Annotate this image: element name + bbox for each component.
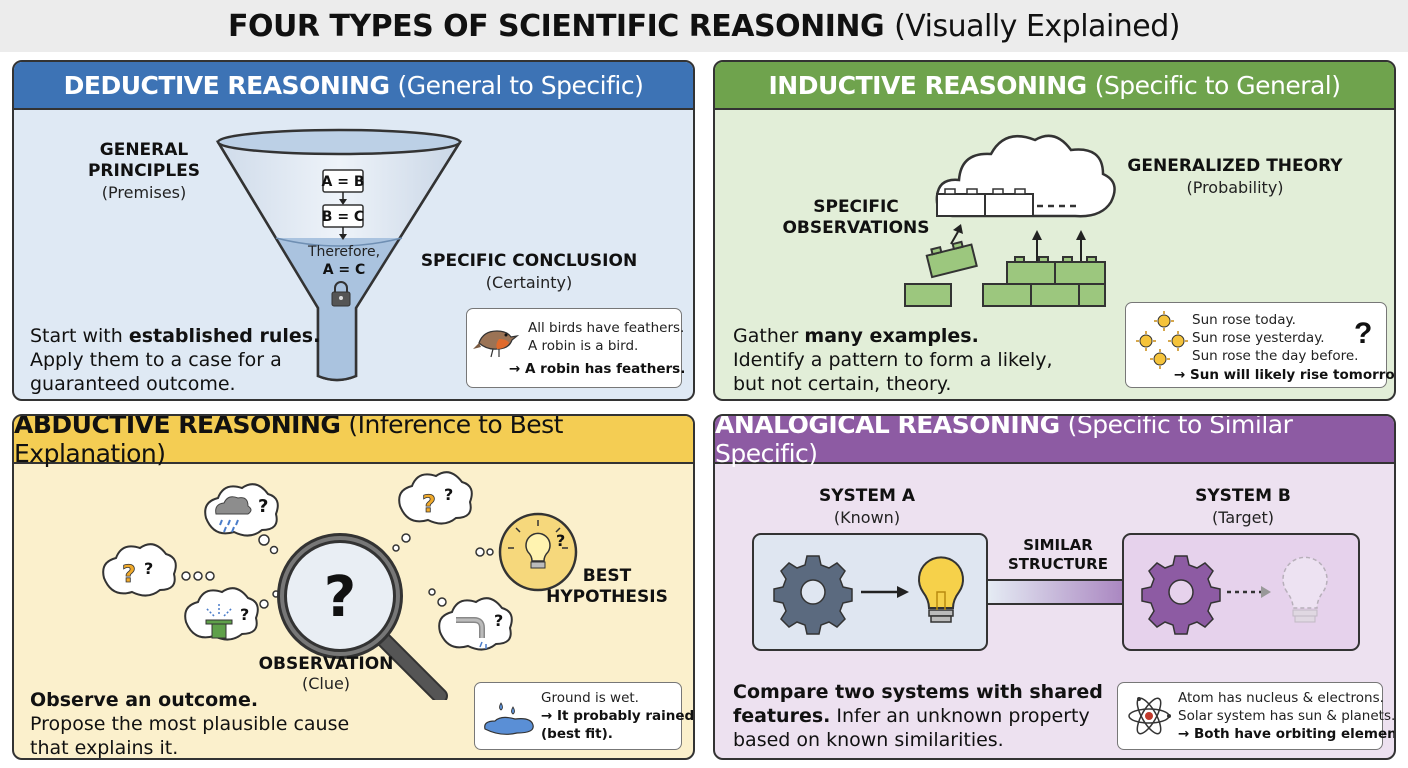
premises-label: (Premises)	[101, 183, 187, 202]
thought-question-mark: ?	[258, 496, 268, 517]
puddle-icon	[484, 702, 534, 735]
analogical-header: ANALOGICAL REASONING(Specific to Similar…	[715, 414, 1394, 468]
question-mark-icon: ?	[1354, 317, 1373, 350]
title-main: FOUR TYPES OF SCIENTIFIC REASONING	[228, 8, 885, 44]
thought-question-mark: ?	[122, 560, 136, 588]
abductive-header: ABDUCTIVE REASONING(Inference to Best Ex…	[14, 414, 693, 468]
inductive-title: INDUCTIVE REASONING	[768, 70, 1087, 100]
question-cloud-thought-right: ? ?	[392, 471, 473, 552]
deductive-header: DEDUCTIVE REASONING(General to Specific)	[14, 62, 693, 110]
inductive-description: Gather many examples. Identify a pattern…	[733, 325, 1053, 395]
abductive-panel: ABDUCTIVE REASONING(Inference to Best Ex…	[12, 414, 695, 760]
example-result: → Both have orbiting elements.	[1178, 726, 1396, 742]
inductive-subtitle: (Specific to General)	[1094, 70, 1341, 100]
hypothesis-clouds-icon: ? ? ? ? ? ?	[102, 471, 578, 700]
observation-label: OBSERVATION	[258, 654, 394, 674]
deductive-description: Start with established rules. Apply them…	[30, 325, 321, 395]
probability-label: (Probability)	[1186, 178, 1284, 197]
target-label: (Target)	[1212, 508, 1274, 527]
theory-block-row	[936, 188, 1081, 217]
known-label: (Known)	[833, 508, 901, 527]
thought-question-mark: ?	[494, 611, 503, 630]
analogical-panel: ANALOGICAL REASONING(Specific to Similar…	[713, 414, 1396, 760]
lock-icon	[331, 281, 351, 307]
deductive-example-box: All birds have feathers. A robin is a bi…	[466, 308, 686, 388]
gear-icon	[1141, 555, 1221, 635]
faded-lightbulb-icon	[1282, 556, 1328, 623]
analogical-description: Compare two systems with shared features…	[733, 681, 1103, 751]
abductive-title: ABDUCTIVE REASONING	[14, 414, 341, 439]
example-line: Atom has nucleus & electrons.	[1178, 690, 1384, 706]
example-line: All birds have feathers.	[528, 320, 685, 336]
example-result: (best fit).	[541, 726, 613, 742]
rain-cloud-thought: ?	[204, 483, 279, 555]
example-result: → A robin has feathers.	[509, 361, 686, 377]
atom-icon	[1128, 697, 1171, 735]
system-b-label: SYSTEM B	[1195, 486, 1291, 506]
thought-question-mark: ?	[556, 531, 565, 550]
premise-2: B = C	[322, 209, 364, 225]
gear-icon	[773, 555, 853, 635]
example-line: Ground is wet.	[541, 690, 639, 706]
cloud-and-blocks-icon	[904, 134, 1116, 307]
abductive-example-box: Ground is wet. → It probably rained (bes…	[474, 682, 693, 750]
thought-question-mark: ?	[444, 485, 453, 504]
certainty-label: (Certainty)	[485, 273, 573, 292]
specific-observations-label: SPECIFIC OBSERVATIONS	[782, 197, 930, 238]
deductive-subtitle: (General to Specific)	[397, 70, 644, 100]
inductive-header: INDUCTIVE REASONING(Specific to General)	[715, 62, 1394, 110]
best-hypothesis-label: BEST HYPOTHESIS	[546, 566, 668, 607]
robin-icon	[473, 330, 520, 358]
conclusion-text: A = C	[323, 262, 366, 278]
analogy-diagram	[752, 533, 1360, 651]
observation-blocks	[904, 240, 1106, 307]
sun-icon	[1136, 311, 1188, 369]
analogical-subtitle: (Specific to Similar Specific)	[715, 414, 1293, 468]
example-line: A robin is a bird.	[528, 338, 639, 354]
sprinkler-cloud-thought: ?	[184, 587, 280, 641]
pipe-cloud-thought: ?	[428, 588, 513, 651]
example-result: → Sun will likely rise tomorrow.	[1174, 367, 1396, 383]
therefore-text: Therefore,	[307, 244, 380, 260]
system-a-label: SYSTEM A	[819, 486, 915, 506]
center-question-mark: ?	[324, 565, 356, 630]
lightbulb-icon	[918, 556, 964, 623]
best-hypothesis-bulb: ?	[475, 512, 578, 592]
thought-question-mark: ?	[422, 490, 436, 518]
thought-question-mark: ?	[144, 559, 153, 578]
similar-structure-label: SIMILAR STRUCTURE	[1008, 536, 1108, 573]
analogical-example-box: Atom has nucleus & electrons. Solar syst…	[1117, 682, 1394, 750]
abductive-subtitle: (Inference to Best Explanation)	[14, 414, 563, 468]
title-bar: FOUR TYPES OF SCIENTIFIC REASONING (Visu…	[0, 0, 1408, 52]
page-title: FOUR TYPES OF SCIENTIFIC REASONING (Visu…	[228, 9, 1180, 44]
example-line: Sun rose today.	[1192, 312, 1296, 328]
specific-conclusion-label: SPECIFIC CONCLUSION	[420, 251, 638, 271]
analogical-title: ANALOGICAL REASONING	[715, 414, 1060, 439]
general-principles-label: GENERAL PRINCIPLES	[87, 140, 201, 181]
abductive-description: Observe an outcome. Propose the most pla…	[30, 689, 350, 759]
question-cloud-thought: ? ?	[102, 543, 215, 597]
inductive-example-box: Sun rose today. Sun rose yesterday. Sun …	[1125, 302, 1394, 388]
deductive-panel: DEDUCTIVE REASONING(General to Specific)…	[12, 60, 695, 401]
generalized-theory-label: GENERALIZED THEORY	[1127, 156, 1343, 176]
magnifying-glass-icon: ?	[277, 533, 448, 700]
premise-1: A = B	[322, 174, 365, 190]
title-sub: (Visually Explained)	[894, 8, 1180, 44]
example-line: Sun rose yesterday.	[1192, 330, 1325, 346]
example-line: Solar system has sun & planets.	[1178, 708, 1396, 724]
thought-question-mark: ?	[240, 605, 249, 624]
example-result: → It probably rained	[541, 708, 695, 724]
inductive-panel: INDUCTIVE REASONING(Specific to General)…	[713, 60, 1396, 401]
funnel-icon: A = B B = C Therefore, A = C	[215, 128, 463, 382]
example-line: Sun rose the day before.	[1192, 348, 1359, 364]
clue-label: (Clue)	[301, 674, 351, 693]
deductive-title: DEDUCTIVE REASONING	[63, 70, 390, 100]
